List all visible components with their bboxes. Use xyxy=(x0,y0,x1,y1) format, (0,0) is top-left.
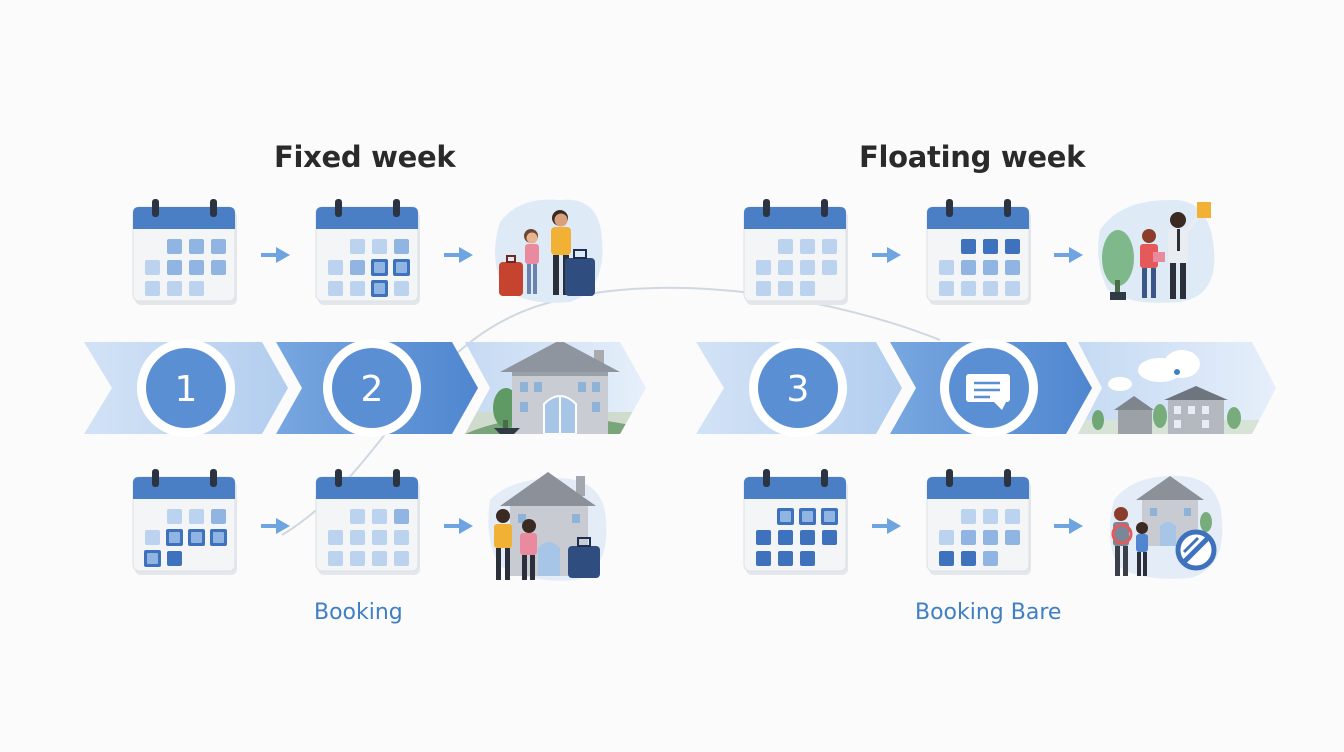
calendar-icon xyxy=(926,469,1031,575)
calendar-icon xyxy=(132,469,237,575)
hotel-building-scene xyxy=(465,342,646,434)
arrow-group xyxy=(261,247,1083,534)
house-with-travelers-scene xyxy=(488,472,607,581)
fixed-week-caption: Booking xyxy=(314,600,403,625)
arrow-right-icon xyxy=(1054,518,1083,534)
calendar-icon xyxy=(743,469,848,575)
calendar-group xyxy=(132,199,1031,575)
family-with-luggage-scene xyxy=(495,199,603,303)
village-houses-scene xyxy=(1078,350,1276,434)
arrow-right-icon xyxy=(444,518,473,534)
number-1-badge: 1 xyxy=(137,339,235,437)
calendar-icon xyxy=(315,469,420,575)
floating-week-caption: Booking Bare xyxy=(915,600,1062,625)
message-badge xyxy=(940,339,1038,437)
step-1-number: 1 xyxy=(175,369,198,410)
arrow-right-icon xyxy=(872,518,901,534)
calendar-icon xyxy=(743,199,848,305)
floating-week-title: Floating week xyxy=(859,140,1086,174)
house-with-blocked-sign-scene xyxy=(1109,475,1223,579)
floating-week-step-band: 3 xyxy=(696,339,1276,437)
family-with-agent-scene xyxy=(1098,199,1215,303)
message-icon xyxy=(966,374,1010,410)
arrow-right-icon xyxy=(444,247,473,263)
calendar-icon xyxy=(926,199,1031,305)
step-3-number: 3 xyxy=(787,369,810,410)
calendar-icon xyxy=(315,199,420,305)
arrow-right-icon xyxy=(872,247,901,263)
number-2-badge: 2 xyxy=(323,339,421,437)
blocked-sign-icon xyxy=(1175,529,1217,571)
fixed-week-title: Fixed week xyxy=(274,140,456,174)
calendar-icon xyxy=(132,199,237,305)
number-3-badge: 3 xyxy=(749,339,847,437)
step-2-number: 2 xyxy=(361,369,384,410)
fixed-week-step-band: 1 2 xyxy=(84,339,646,437)
arrow-right-icon xyxy=(1054,247,1083,263)
arrow-right-icon xyxy=(261,518,290,534)
arrow-right-icon xyxy=(261,247,290,263)
